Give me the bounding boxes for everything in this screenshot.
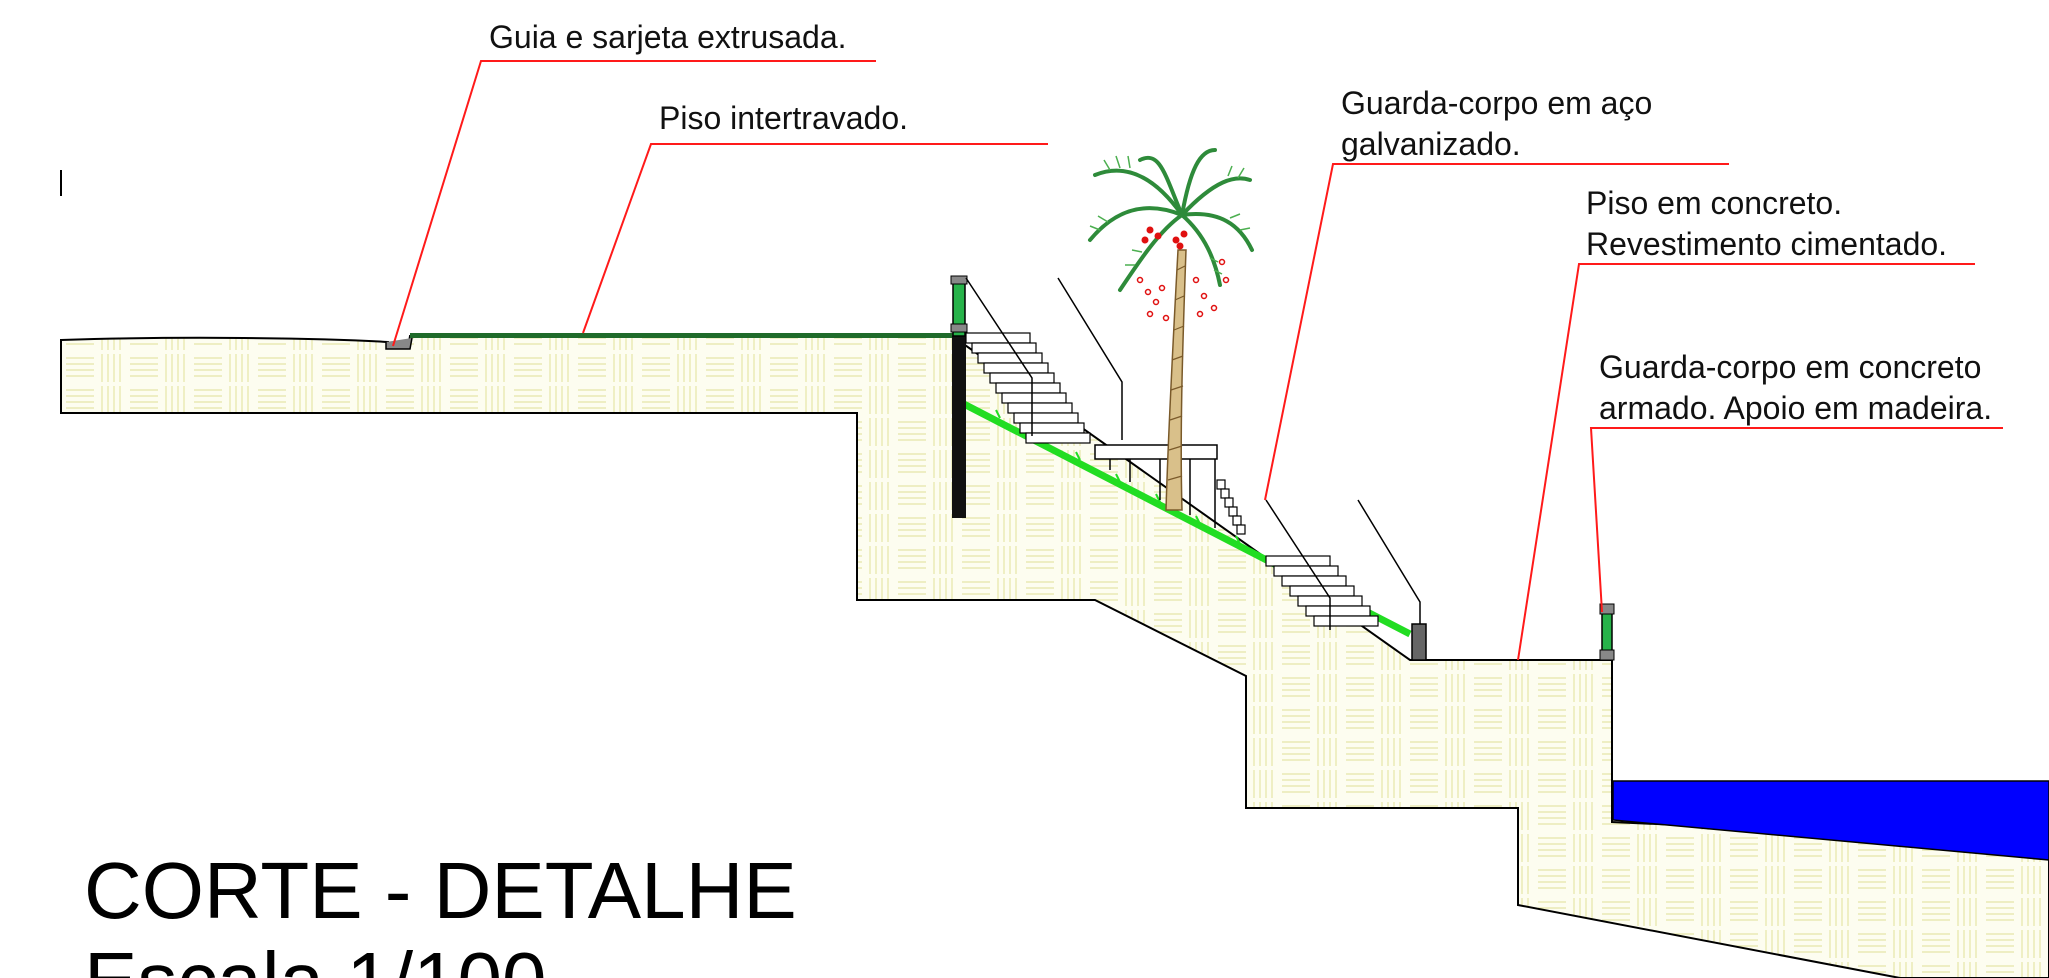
stair-tread <box>1313 615 1379 627</box>
stair-tread <box>1305 605 1371 617</box>
stair-tread <box>1228 506 1238 517</box>
upper-railing-cap <box>950 275 968 285</box>
drawing-title: CORTE - DETALHE <box>84 846 797 935</box>
stair-tread <box>1224 497 1234 508</box>
leader-lines <box>392 60 2003 661</box>
upper-handrail-2 <box>1057 277 1123 440</box>
upper-handrail <box>965 277 1033 436</box>
palm-tree-icon <box>1088 148 1254 511</box>
retaining-wall <box>952 336 966 518</box>
upper-railing-base <box>950 323 968 333</box>
stair-tread <box>1281 575 1347 587</box>
curb-gutter <box>385 337 413 350</box>
stair-tread <box>1025 432 1091 444</box>
stair-tread <box>989 372 1055 384</box>
interlocking-paving <box>410 333 955 338</box>
annotation-guia: Guia e sarjeta extrusada. <box>489 19 847 55</box>
stair-tread <box>1001 392 1067 404</box>
annotation-guarda-corpo-aco: Guarda-corpo em aço galvanizado. <box>1341 85 1661 162</box>
stair-tread <box>1013 412 1079 424</box>
stair-tread <box>1265 555 1331 567</box>
right-railing-base <box>1599 649 1615 661</box>
stair-tread <box>1007 402 1073 414</box>
landing-slab <box>1094 444 1218 460</box>
stair-tread <box>1289 585 1355 597</box>
lower-railing-post <box>1411 623 1427 661</box>
stair-tread <box>995 382 1061 394</box>
water-body <box>1612 780 2049 861</box>
drawing-scale: Escala 1/100 <box>84 936 547 978</box>
stair-tread <box>971 342 1037 354</box>
annotation-guarda-corpo-concreto: Guarda-corpo em concreto armado. Apoio e… <box>1599 349 1992 426</box>
upper-stairs <box>965 332 1091 444</box>
stair-tread <box>965 332 1031 344</box>
stair-tread <box>1216 479 1226 490</box>
stair-tread <box>983 362 1049 374</box>
annotation-piso-concreto: Piso em concreto. Revestimento cimentado… <box>1586 185 1947 262</box>
lower-handrail <box>1265 499 1331 630</box>
stair-tread <box>1273 565 1339 577</box>
middle-steps <box>1216 479 1246 535</box>
stair-tread <box>1220 488 1230 499</box>
landing-supports <box>1109 459 1216 528</box>
stair-tread <box>1236 524 1246 535</box>
stair-tread <box>1232 515 1242 526</box>
stair-tread <box>977 352 1043 364</box>
stair-tread <box>1019 422 1085 434</box>
annotation-piso-intertravado: Piso intertravado. <box>659 100 908 136</box>
right-railing-cap <box>1599 603 1615 615</box>
